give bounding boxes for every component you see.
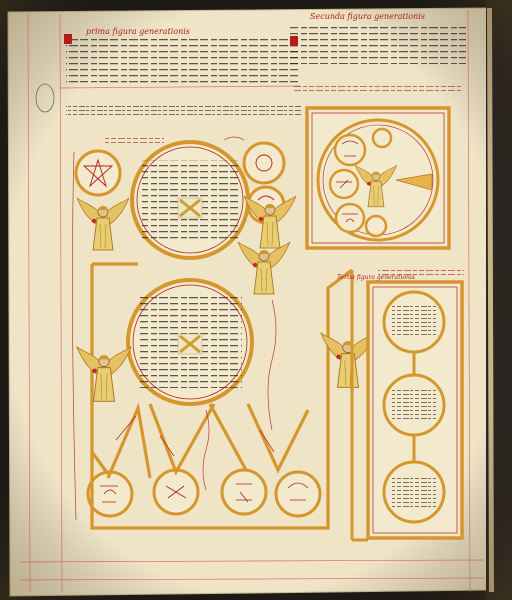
prima-figura-title: prima figura generationis — [86, 27, 190, 36]
secunda-text-block — [290, 24, 466, 64]
lower-great-roundel — [126, 278, 254, 406]
secunda-figura-title: Secunda figura generationis — [310, 12, 425, 21]
tertia-figura-diagram — [366, 280, 464, 540]
secunda-figura-diagram — [305, 106, 451, 250]
prima-text-block — [64, 34, 298, 84]
tertia-figura-title: Tertia figura generationis — [337, 274, 415, 281]
upper-great-roundel — [130, 140, 250, 260]
connecting-frame — [90, 262, 353, 530]
